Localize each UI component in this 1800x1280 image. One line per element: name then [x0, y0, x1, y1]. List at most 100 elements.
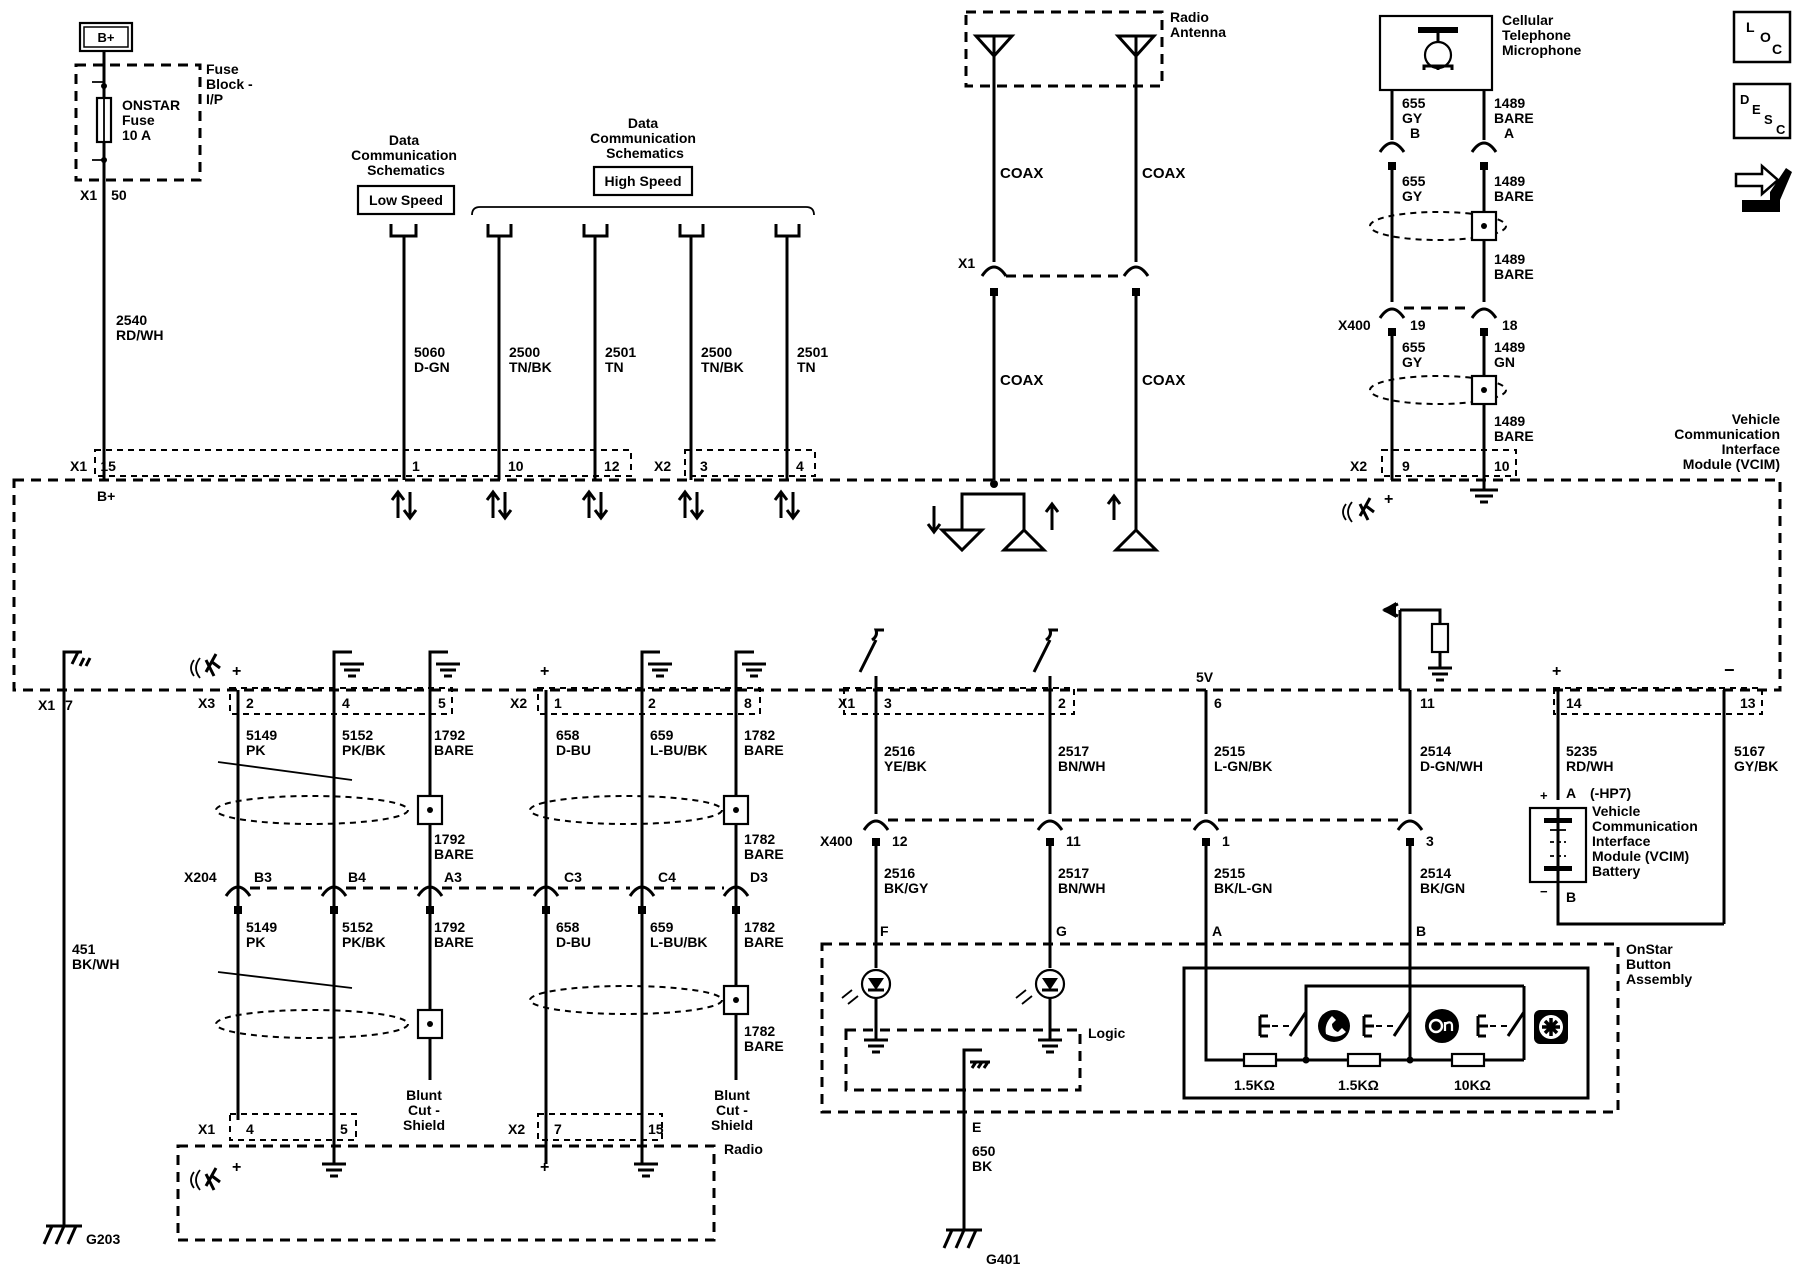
loc-icon[interactable]: L O C — [1732, 10, 1792, 64]
svg-text:B3: B3 — [254, 869, 272, 885]
pin-4: 4 — [796, 458, 804, 474]
svg-text:−: − — [1540, 884, 1548, 899]
svg-text:C: C — [1772, 41, 1782, 57]
led-icon-g — [1015, 968, 1066, 1005]
x400-mid-connector: X400 — [820, 833, 853, 849]
desc-icon[interactable]: D E S C — [1732, 82, 1792, 140]
data-communication-section: Data Communication Schematics Low Speed … — [70, 115, 828, 521]
svg-text:3: 3 — [1426, 833, 1434, 849]
phone-button-icon[interactable] — [1318, 1010, 1350, 1042]
pin-1: 1 — [412, 458, 420, 474]
x2-mid-connector: X2 — [510, 695, 527, 711]
coax-top-right: COAX — [1142, 165, 1185, 182]
x400-pin-18: 18 — [1502, 317, 1518, 333]
svg-text:D3: D3 — [750, 869, 768, 885]
svg-text:+: + — [232, 663, 241, 680]
resistor-1: 1.5KΩ — [1234, 1077, 1275, 1093]
speaker-icon-bottom — [190, 1167, 221, 1191]
dcs-high-title: Data Communication Schematics — [590, 115, 700, 161]
dcs-low-title: Data Communication Schematics — [351, 132, 461, 178]
speaker-icon-top — [190, 653, 221, 679]
resistor-3: 10KΩ — [1454, 1077, 1491, 1093]
svg-text:4: 4 — [342, 695, 350, 711]
svg-text:F: F — [880, 923, 889, 939]
svg-text:12: 12 — [892, 833, 908, 849]
svg-text:+: + — [1552, 663, 1561, 680]
resistor-2: 1.5KΩ — [1338, 1077, 1379, 1093]
x3-connector: X3 — [198, 695, 215, 711]
emergency-button-icon[interactable] — [1534, 1010, 1568, 1044]
b-plus-pin: B+ — [97, 488, 115, 504]
ground-g203-icon — [42, 1224, 82, 1245]
svg-text:G: G — [1056, 923, 1067, 939]
radio-label: Radio — [724, 1141, 763, 1157]
svg-text:1: 1 — [1222, 833, 1230, 849]
svg-text:+: + — [1540, 788, 1548, 803]
battery-pin-a: A — [1566, 785, 1576, 801]
svg-text:C4: C4 — [658, 869, 676, 885]
pin-12: 12 — [604, 458, 620, 474]
connector-tool-icon[interactable] — [1734, 163, 1792, 212]
low-speed-label: Low Speed — [369, 192, 443, 208]
b-plus-label: B+ — [98, 30, 115, 45]
svg-text:A: A — [1212, 923, 1222, 939]
pin-3: 3 — [700, 458, 708, 474]
svg-text:B: B — [1416, 923, 1426, 939]
x400-pin-19: 19 — [1410, 317, 1426, 333]
svg-text:S: S — [1764, 112, 1773, 127]
fuse-block-title: Fuse Block - I/P — [206, 61, 257, 107]
vcim-module-box — [12, 478, 1782, 692]
pin-e: E — [972, 1119, 981, 1135]
svg-text:5: 5 — [438, 695, 446, 711]
onstar-fuse-label: ONSTAR Fuse 10 A — [122, 97, 184, 143]
x1-right-connector: X1 — [838, 695, 855, 711]
svg-text:2: 2 — [648, 695, 656, 711]
battery-pin-b: B — [1566, 889, 1576, 905]
radio-box — [176, 1144, 716, 1242]
svg-text:X2: X2 — [508, 1121, 525, 1137]
svg-text:D: D — [1740, 92, 1749, 107]
svg-text:6: 6 — [1214, 695, 1222, 711]
onstar-button-icon[interactable] — [1425, 1009, 1459, 1043]
svg-text:7: 7 — [554, 1121, 562, 1137]
bidirectional-arrow-icons — [390, 489, 801, 521]
high-speed-label: High Speed — [604, 173, 681, 189]
x400-top-connector: X400 — [1338, 317, 1371, 333]
